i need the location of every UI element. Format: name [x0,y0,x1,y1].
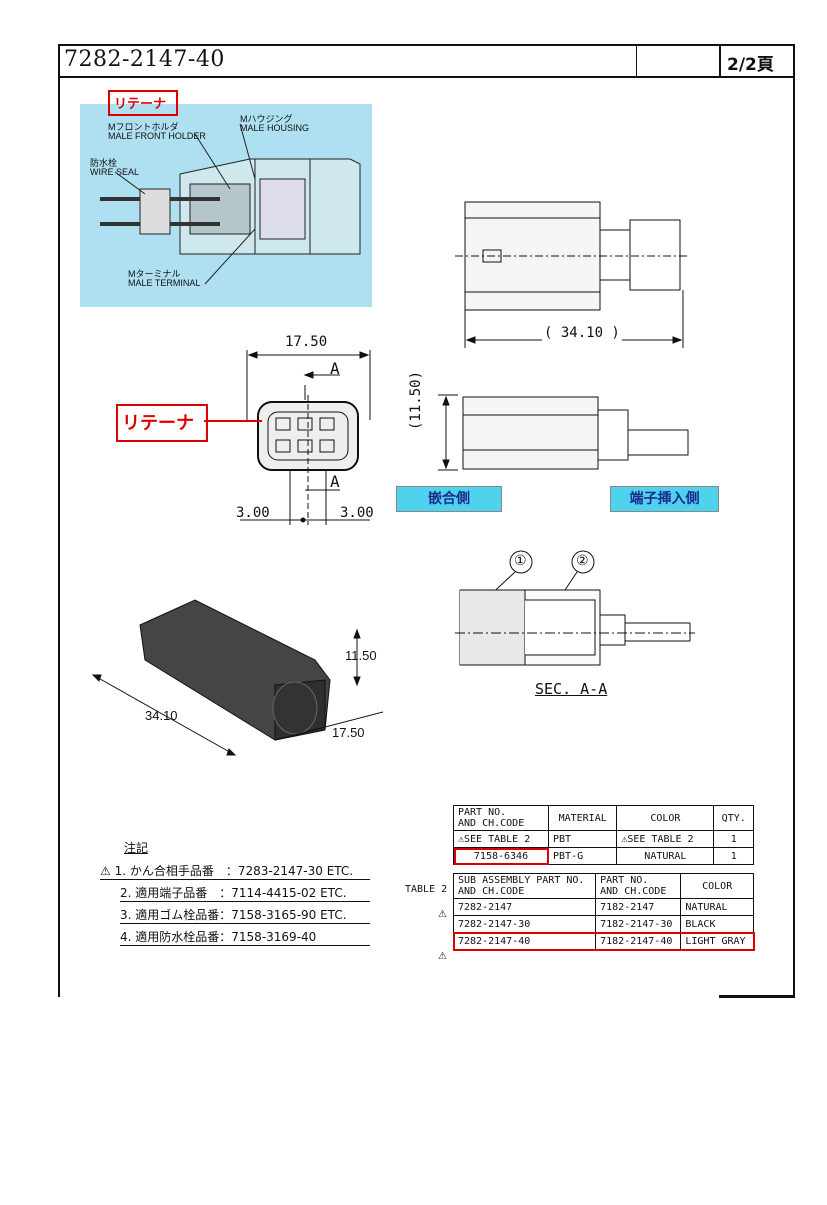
table2-cell: 7282-2147-40 [452,932,597,950]
table2-header-sub: SUB ASSEMBLY PART NO. AND CH.CODE [452,873,597,899]
frame-left [58,44,60,997]
table2-cell: 7282-2147-30 [452,915,597,933]
iso-width: 17.50 [332,725,365,740]
section-marker-top: A [330,359,340,378]
table2-cell: NATURAL [680,898,754,916]
notes-block: 注記 ⚠ 1. かん合相手品番 ：7283-2147-30 ETC. 2. 適用… [100,835,380,955]
note-1: ⚠ 1. かん合相手品番 ：7283-2147-30 ETC. [100,862,370,880]
table2-header-color: COLOR [680,873,754,899]
section-view-drawing [455,550,695,666]
frame-bottom-right [719,995,795,998]
table1-cell: 1 [713,830,754,848]
mating-side-badge: 嵌合側 [396,486,502,512]
table2-cell: 7182-2147-30 [595,915,682,933]
page-number: 2/2頁 [727,55,774,75]
parts-table: PART NO. AND CH.CODE MATERIAL COLOR QTY.… [453,805,754,865]
pitch-left: 3.00 [236,505,270,521]
retainer-top-label: リテーナ [114,97,167,112]
section-title: SEC. A-A [535,680,608,698]
notes-heading: 注記 [124,841,149,855]
sub-assembly-table: SUB ASSEMBLY PART NO. AND CH.CODE PART N… [452,873,755,951]
iso-length: 34.10 [145,708,178,723]
cutaway-illustration: Mフロントホルダ MALE FRONT HOLDER Mハウジング MALE H… [80,104,372,307]
front-holder-jp: Mフロントホルダ [108,122,179,132]
note-4: 4. 適用防水栓品番：7158-3169-40 [120,928,370,946]
retainer-front-label: リテーナ [122,413,194,434]
table1-header-color: COLOR [616,805,715,831]
table1-cell: 7158-6346 [453,847,549,865]
wire-seal-jp: 防水栓 [90,158,118,168]
housing-jp: Mハウジング [240,114,293,124]
warning-icon: ⚠ [100,864,111,878]
table1-cell: NATURAL [616,847,715,865]
table2-cell: 7182-2147 [595,898,682,916]
table2-cell: 7282-2147 [452,898,597,916]
terminal-en: MALE TERMINAL [128,278,201,288]
frame-title-bottom [58,76,795,78]
table1-header-qty: QTY. [713,805,754,831]
retainer-pointer [204,420,262,422]
table1-header-partno: PART NO. AND CH.CODE [453,805,549,831]
row3-warning-icon: ⚠ [438,951,447,962]
doc-number: 7282-2147-40 [64,47,225,72]
retainer-top-box [108,90,178,116]
section-marker-bottom: A [330,472,340,491]
callout-1: ① [514,553,527,569]
table2-cell: BLACK [680,915,754,933]
table1-cell: 1 [713,847,754,865]
table1-cell: PBT [547,830,618,848]
table2-cell: 7182-2147-40 [595,932,682,950]
top-view-drawing [455,201,690,348]
side-view-drawing [438,394,689,471]
table1-cell: PBT-G [547,847,618,865]
title-divider-2 [719,44,721,77]
table1-cell: ⚠SEE TABLE 2 [453,830,549,848]
terminal-jp: Mターミナル [128,269,181,279]
height-dimension: (11.50) [408,370,424,430]
front-view-drawing [240,350,371,525]
terminal-insert-side-badge: 端子挿入側 [610,486,719,512]
table2-cell: LIGHT GRAY [680,932,754,950]
note-3: 3. 適用ゴム栓品番：7158-3165-90 ETC. [120,906,370,924]
title-divider-1 [636,44,637,77]
highlighted-row: 7282-2147-40 7182-2147-40 LIGHT GRAY [452,931,755,951]
frame-top [58,44,795,46]
table2-label: TABLE 2 [405,884,448,895]
table1-cell: ⚠SEE TABLE 2 [616,830,715,848]
callout-2: ② [576,553,589,569]
housing-en: MALE HOUSING [240,123,310,133]
length-dimension: ( 34.10 ) [542,325,622,341]
wire-seal-en: WIRE SEAL [90,167,140,177]
table2-header-part: PART NO. AND CH.CODE [595,873,682,899]
pitch-right: 3.00 [340,505,374,521]
row1-warning-icon: ⚠ [438,909,447,920]
width-dimension: 17.50 [285,334,328,350]
iso-height: 11.50 [345,648,377,663]
note-2: 2. 適用端子品番 ：7114-4415-02 ETC. [120,884,370,902]
retainer-front-box [116,404,208,442]
frame-right [793,44,795,997]
isometric-view-drawing [91,599,384,756]
front-holder-en: MALE FRONT HOLDER [108,131,206,141]
table1-header-material: MATERIAL [547,805,618,831]
